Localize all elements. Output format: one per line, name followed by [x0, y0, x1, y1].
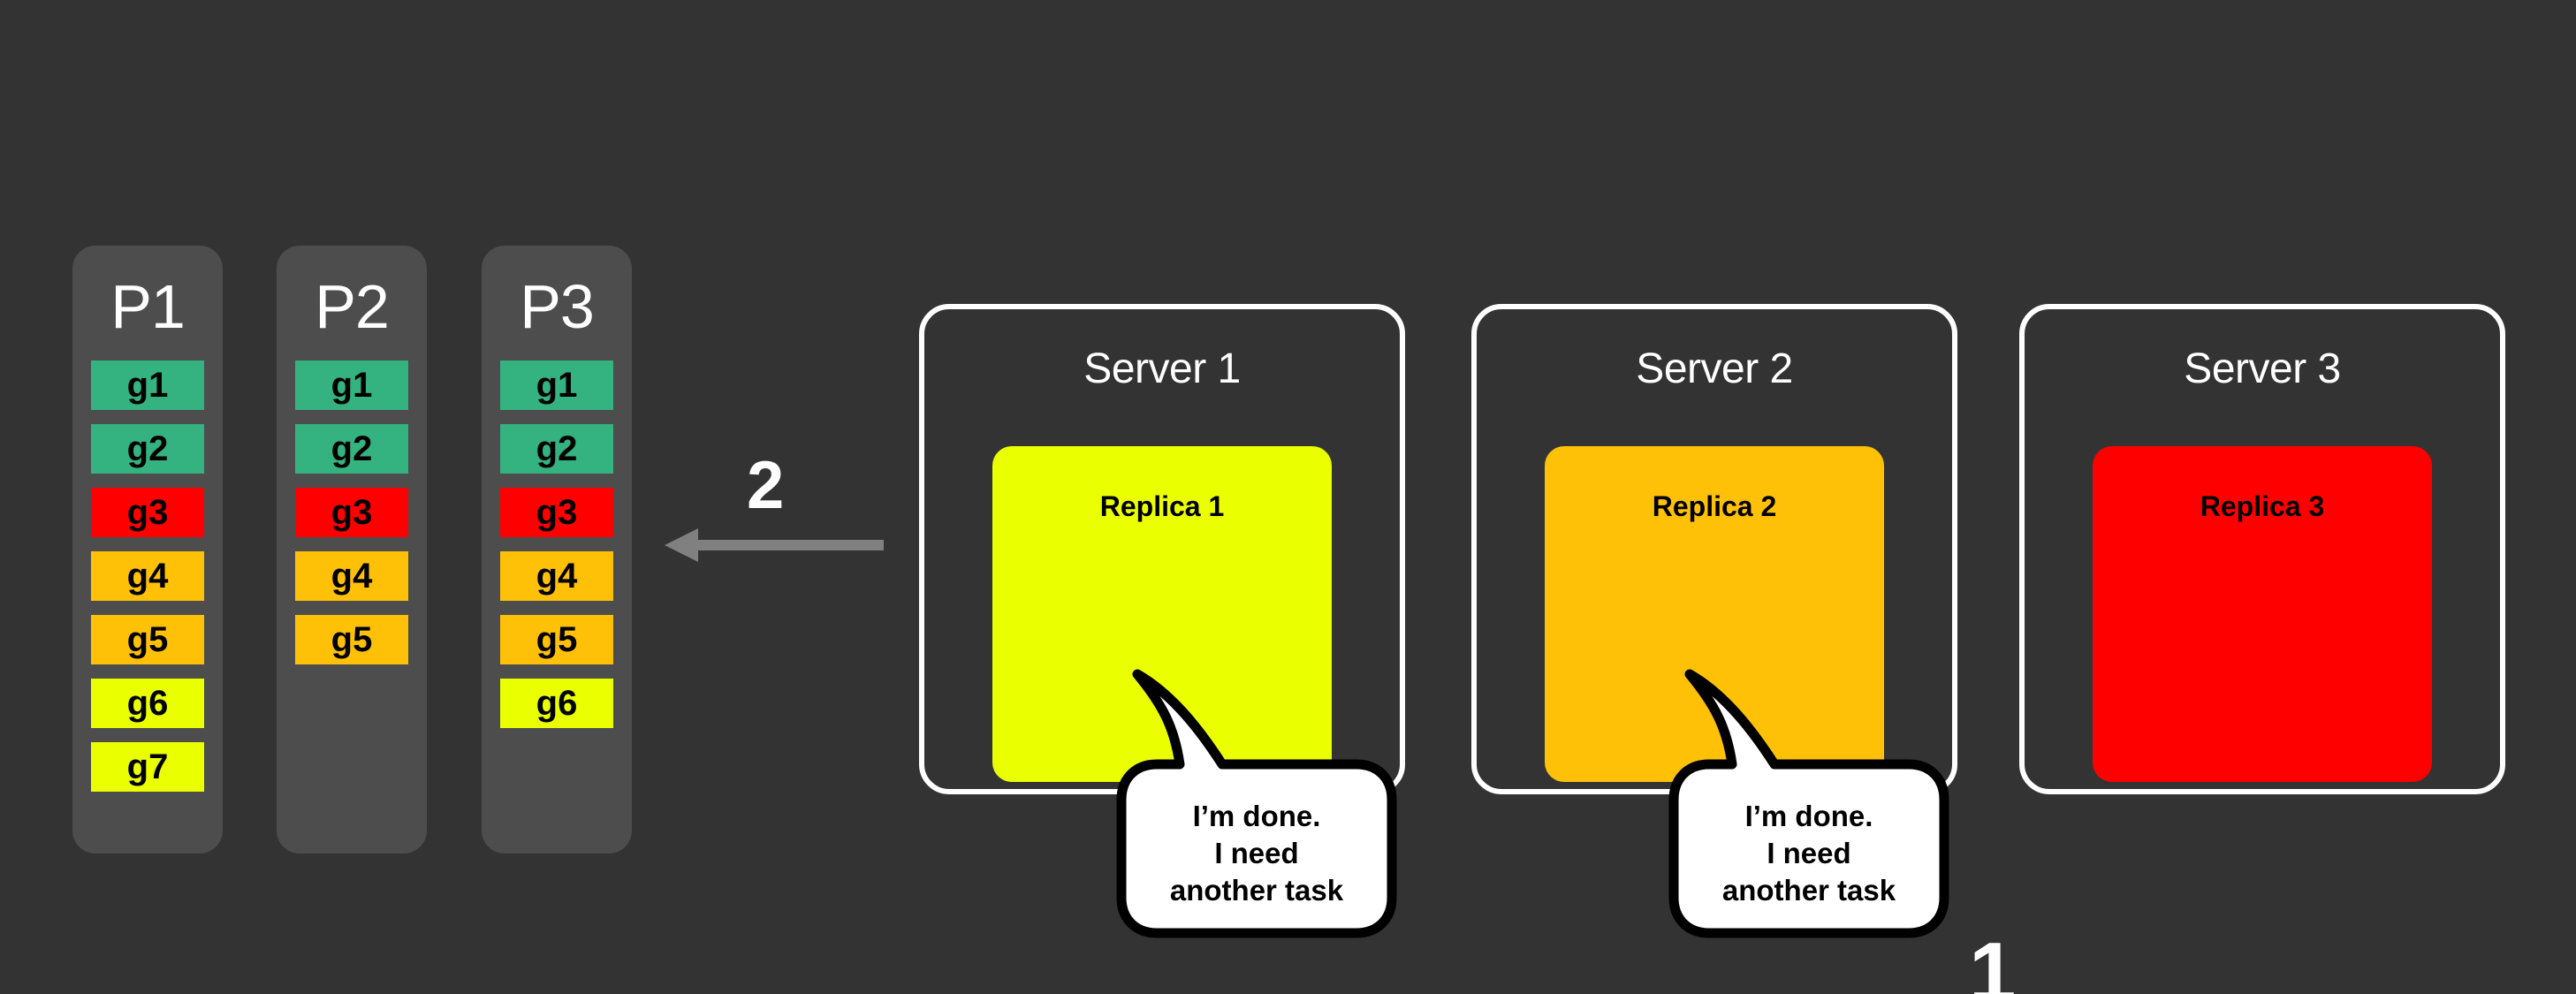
partition-column-p1[interactable]: P1 g1 g2 g3 g4 g5 g6 g7 [72, 246, 223, 854]
server-card-1[interactable]: Server 1 Replica 1 [919, 304, 1405, 794]
partition-cells-p3: g1 g2 g3 g4 g5 g6 [482, 360, 632, 728]
partition-column-p3[interactable]: P3 g1 g2 g3 g4 g5 g6 [482, 246, 632, 854]
bubble-line-2: I need [1767, 837, 1851, 870]
task-cell[interactable]: g7 [91, 742, 204, 792]
task-cell[interactable]: g2 [91, 424, 204, 474]
bubble-line-1: I’m done. [1192, 800, 1321, 832]
task-cell[interactable]: g1 [91, 360, 204, 410]
left-arrow-icon [665, 528, 884, 562]
task-cell[interactable]: g5 [91, 615, 204, 664]
speech-bubble-shape-2 [1668, 669, 1949, 938]
step-number-1: 1 [1969, 925, 2017, 994]
partition-title-p1: P1 [110, 272, 186, 341]
partition-cells-p1: g1 g2 g3 g4 g5 g6 g7 [72, 360, 223, 792]
partition-cells-p2: g1 g2 g3 g4 g5 [277, 360, 427, 664]
partition-title-p2: P2 [315, 272, 390, 341]
bubble-line-3: another task [1169, 874, 1344, 907]
server-card-3[interactable]: Server 3 Replica 3 [2019, 304, 2505, 794]
task-cell[interactable]: g2 [295, 424, 408, 474]
task-cell[interactable]: g3 [500, 488, 613, 537]
task-cell[interactable]: g2 [500, 424, 613, 474]
partition-title-p3: P3 [520, 272, 595, 341]
bubble-line-2: I need [1214, 837, 1299, 870]
speech-bubble-server-2: I’m done. I need another task [1663, 669, 1955, 944]
server-title-3: Server 3 [2184, 345, 2341, 392]
task-cell[interactable]: g4 [500, 551, 613, 601]
task-cell[interactable]: g6 [500, 679, 613, 728]
speech-bubble-shape-1 [1116, 669, 1397, 938]
server-title-1: Server 1 [1083, 345, 1241, 392]
task-cell[interactable]: g1 [295, 360, 408, 410]
replica-box-2[interactable]: Replica 2 [1545, 446, 1884, 782]
replica-box-3[interactable]: Replica 3 [2093, 446, 2432, 782]
bubble-line-1: I’m done. [1744, 800, 1873, 832]
speech-bubble-text-1: I’m done. I need another task [1111, 798, 1402, 910]
task-cell[interactable]: g4 [295, 551, 408, 601]
server-title-2: Server 2 [1636, 345, 1793, 392]
replica-label-3: Replica 3 [2200, 490, 2325, 522]
step-number-2: 2 [747, 448, 785, 523]
task-cell[interactable]: g3 [295, 488, 408, 537]
task-cell[interactable]: g5 [500, 615, 613, 664]
task-cell[interactable]: g3 [91, 488, 204, 537]
task-cell[interactable]: g6 [91, 679, 204, 728]
task-cell[interactable]: g4 [91, 551, 204, 601]
task-cell[interactable]: g1 [500, 360, 613, 410]
bubble-line-3: another task [1721, 874, 1896, 907]
task-cell[interactable]: g5 [295, 615, 408, 664]
partition-column-p2[interactable]: P2 g1 g2 g3 g4 g5 [277, 246, 427, 854]
replica-label-2: Replica 2 [1652, 490, 1777, 522]
server-card-2[interactable]: Server 2 Replica 2 [1471, 304, 1957, 794]
replica-box-1[interactable]: Replica 1 [992, 446, 1332, 782]
replica-label-1: Replica 1 [1099, 490, 1225, 522]
speech-bubble-server-1: I’m done. I need another task [1111, 669, 1402, 944]
speech-bubble-text-2: I’m done. I need another task [1663, 798, 1955, 910]
